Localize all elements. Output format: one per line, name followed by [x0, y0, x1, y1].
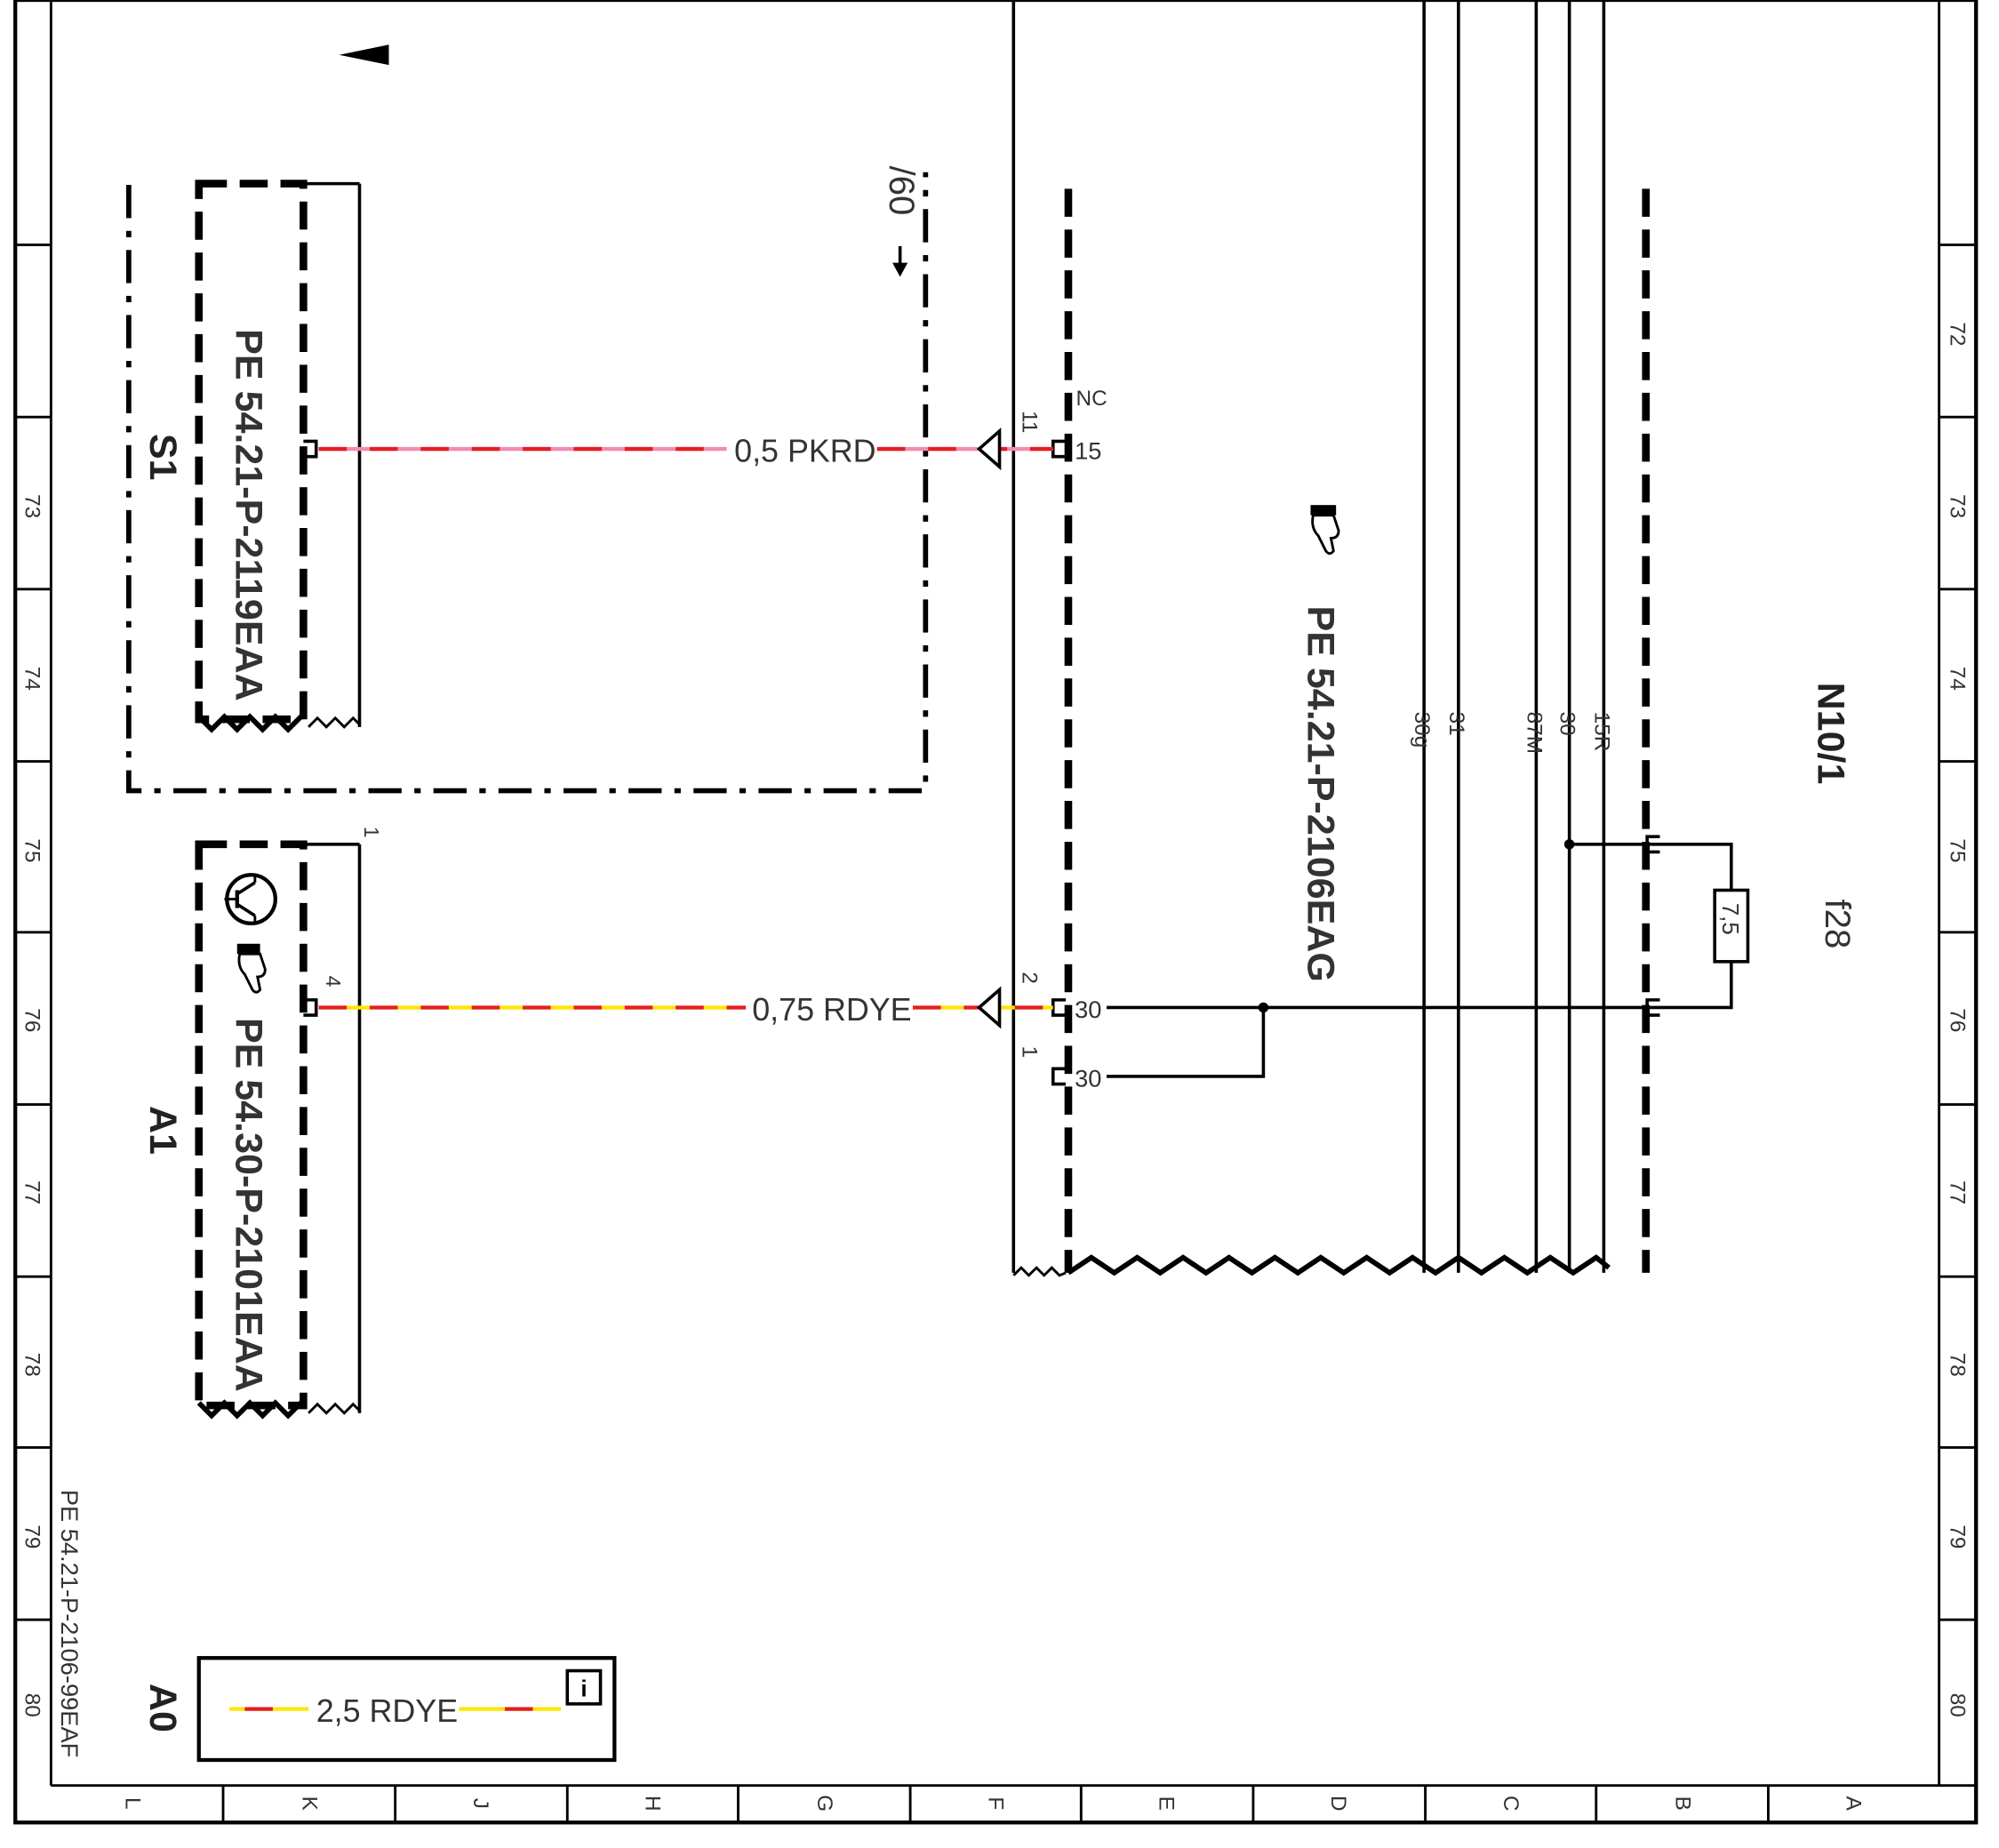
bottom-scale-label: L: [120, 1797, 144, 1810]
terminal-30b: 30: [1075, 1064, 1101, 1092]
left-scale-label: 74: [20, 667, 44, 691]
hand-pointer-icon: [1310, 505, 1340, 556]
a0-legend: A0 2,5 RDYE i: [141, 1656, 617, 1763]
bottom-scale-label: D: [1326, 1796, 1350, 1812]
s1-connector: [303, 439, 318, 459]
document-reference: PE 54.21-P-2106-99EAF: [56, 1490, 84, 1758]
fuse-rating: 7,5: [1717, 903, 1742, 935]
bottom-scale-label: B: [1670, 1796, 1694, 1811]
bus-label: 30g: [1410, 712, 1434, 748]
right-scale: 72 73 74 75 76 77 78 79 80: [1939, 244, 1977, 1717]
n10-connector-15: [1051, 439, 1067, 459]
right-scale-label: 77: [1945, 1180, 1969, 1204]
n10-id: N10/1: [1809, 683, 1851, 785]
bottom-scale-label: G: [812, 1795, 836, 1812]
s1-id: S1: [141, 434, 184, 481]
fuse-connector-top: [1645, 835, 1660, 854]
s1-ref: PE 54.21-P-2119EAA: [227, 329, 269, 701]
wire-rdye-label: 0,75 RDYE: [752, 992, 911, 1028]
wire-rdye: 0,75 RDYE: [318, 986, 1053, 1029]
bottom-scale: L K J H G F E D C B A: [120, 1785, 1866, 1823]
pin-11: 11: [1017, 411, 1041, 433]
right-scale-label: 78: [1945, 1353, 1969, 1377]
left-scale-label: 77: [20, 1180, 44, 1204]
bottom-scale-label: J: [468, 1798, 492, 1809]
a1-connector: [303, 998, 318, 1017]
bottom-scale-label: A: [1842, 1796, 1866, 1812]
terminal-15: 15: [1075, 437, 1101, 465]
a1-ref: PE 54.30-P-2101EAA: [227, 1018, 269, 1392]
fuse-connector-bottom: [1645, 998, 1660, 1017]
a1-block: 1 4 A1 PE 54.30-P-2101EAA: [141, 827, 383, 1420]
left-scale: 73 74 75 76 77 78 79 80: [15, 244, 52, 1717]
s1-boundary: [125, 172, 929, 794]
pin-1: 1: [1017, 1046, 1041, 1059]
outer-frame: [13, 0, 1979, 1825]
destination-ref: /60: [882, 166, 922, 216]
left-scale-label: 79: [20, 1524, 44, 1548]
right-scale-label: 75: [1945, 838, 1969, 862]
bottom-scale-label: F: [983, 1796, 1007, 1810]
bottom-scale-label: H: [640, 1796, 664, 1812]
bus-label: 87M: [1522, 712, 1546, 754]
a0-wire-label: 2,5 RDYE: [316, 1693, 458, 1729]
bottom-scale-label: C: [1499, 1796, 1523, 1812]
right-scale-label: 76: [1945, 1008, 1969, 1032]
n10-connector-30b: [1051, 1067, 1067, 1086]
hand-pointer-icon: [236, 943, 267, 994]
right-scale-label: 80: [1945, 1693, 1969, 1717]
arrow-left-icon: [339, 44, 389, 66]
svg-text:i: i: [580, 1676, 587, 1701]
s1-component-box: [195, 180, 308, 724]
bottom-scale-label: E: [1155, 1796, 1179, 1811]
n10-cut-edge: [1067, 1254, 1611, 1276]
right-scale-label: 72: [1945, 322, 1969, 346]
wire-pkrd-arrow: [976, 428, 1002, 471]
left-scale-label: 76: [20, 1008, 44, 1032]
n10-ref: PE 54.21-P-2106EAG: [1299, 606, 1342, 982]
info-icon: i: [565, 1668, 603, 1706]
left-scale-label: 78: [20, 1353, 44, 1377]
left-scale-label: 80: [20, 1693, 44, 1717]
wire-pkrd: 0,5 PKRD: [318, 428, 1053, 471]
transistor-icon: [224, 873, 277, 925]
wire-rdye-arrow: [976, 986, 1002, 1029]
wire-pkrd-label: 0,5 PKRD: [734, 433, 876, 468]
bottom-scale-label: K: [298, 1796, 322, 1811]
right-scale-label: 73: [1945, 494, 1969, 518]
bus-label: 30: [1555, 712, 1579, 736]
a0-id: A0: [141, 1684, 184, 1732]
right-scale-label: 79: [1945, 1524, 1969, 1548]
arrow-down-icon: [892, 262, 908, 277]
right-scale-label: 74: [1945, 667, 1969, 691]
a1-pin-wire: 4: [322, 976, 345, 988]
pin-2: 2: [1017, 972, 1041, 984]
pin-nc: NC: [1076, 387, 1107, 411]
fuse-f28: [1713, 888, 1750, 964]
fuse-label: f28: [1818, 900, 1858, 949]
left-scale-label: 75: [20, 838, 44, 862]
s1-block: S1 PE 54.21-P-2119EAA /60: [125, 166, 929, 794]
terminal-30a: 30: [1075, 996, 1101, 1023]
left-scale-label: 73: [20, 494, 44, 518]
bus-label: 15R: [1589, 712, 1613, 752]
bus-label: 31: [1444, 712, 1468, 736]
a1-id: A1: [141, 1106, 184, 1155]
a1-pin-top: 1: [360, 827, 383, 838]
n10-connector-30a: [1051, 998, 1067, 1017]
n10-block: 30g 31 87M 30 15R N10/1 PE 54.21-P-2106E…: [1011, 0, 1858, 1277]
